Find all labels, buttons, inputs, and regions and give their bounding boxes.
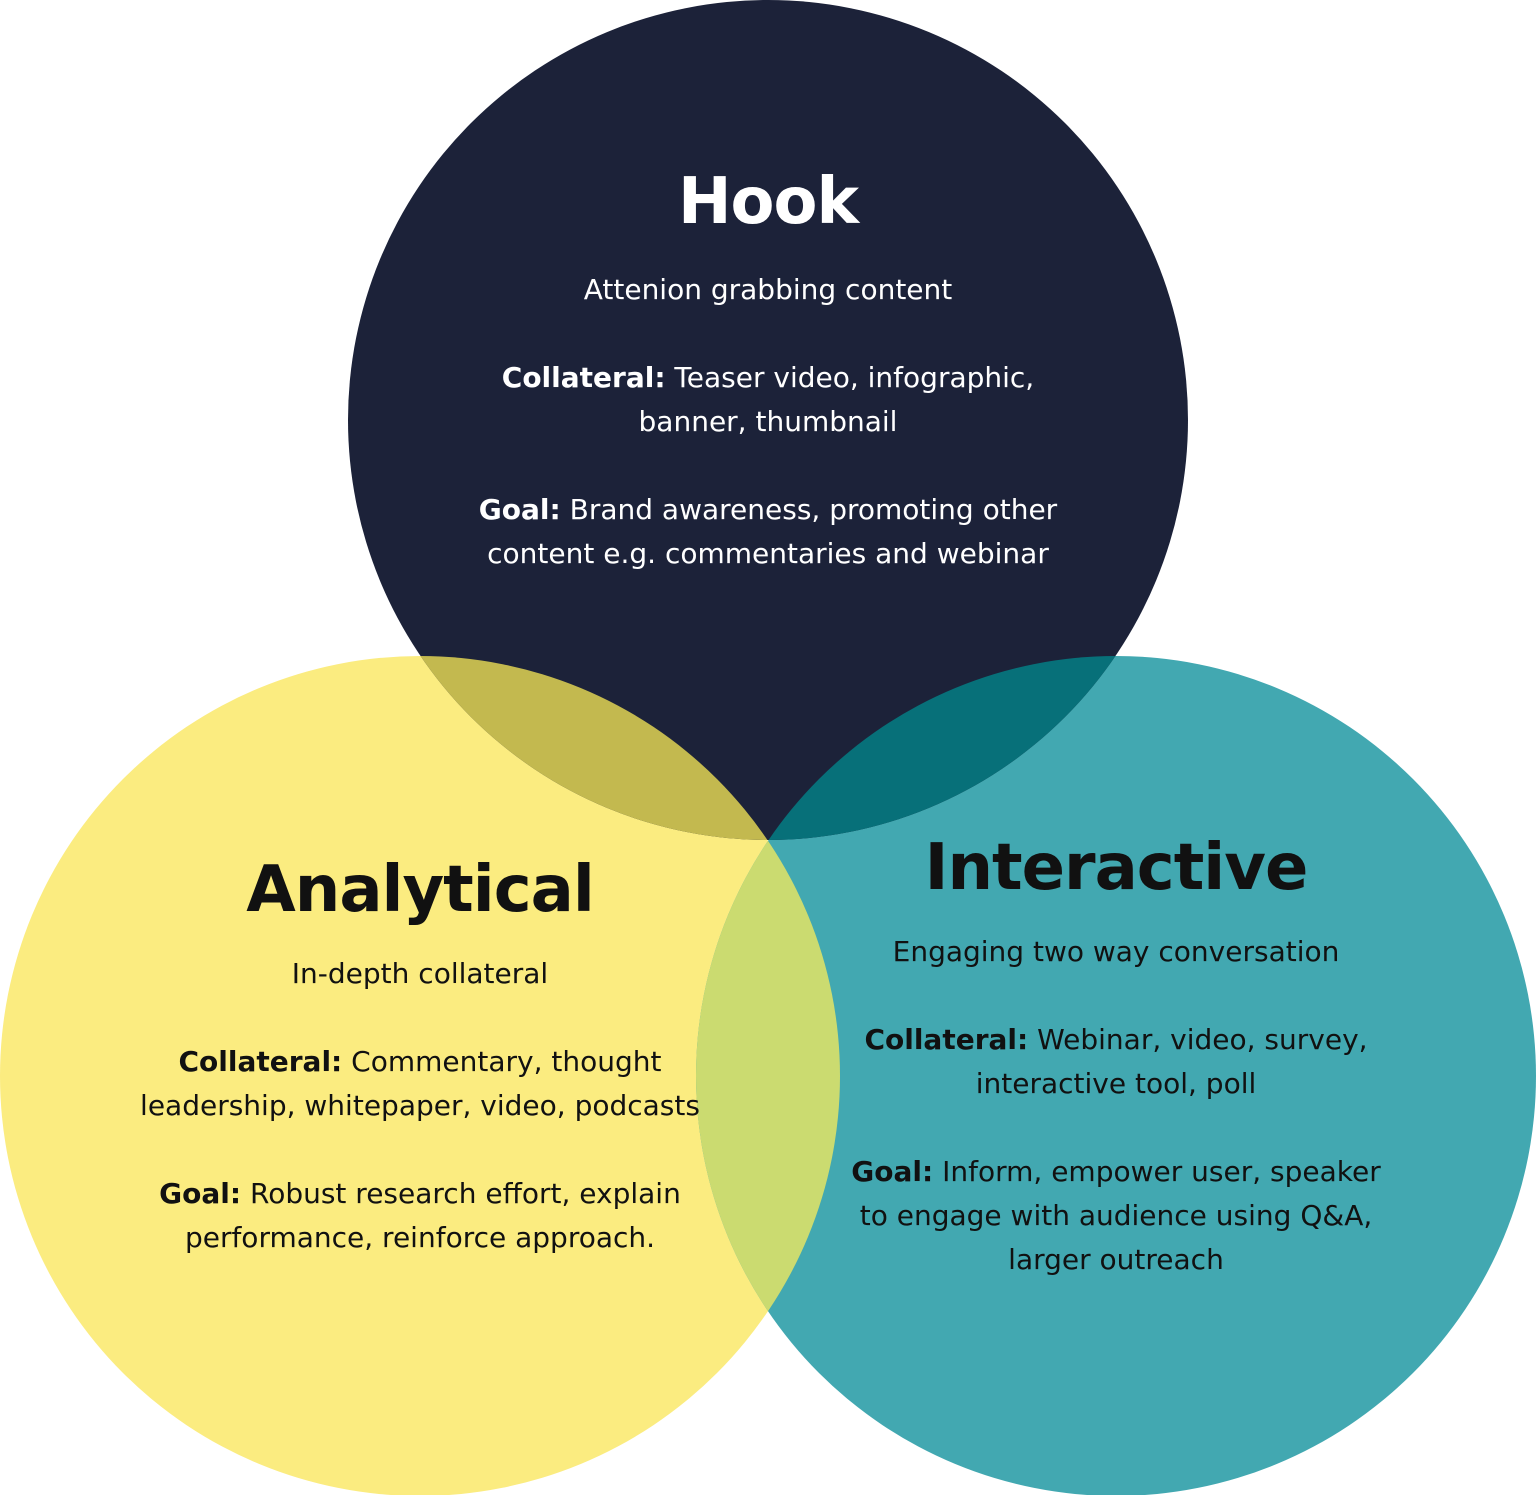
hook-panel: Hook Attenion grabbing content Collatera… xyxy=(468,160,1068,576)
analytical-goal-label: Goal: xyxy=(159,1177,242,1210)
analytical-collateral: Collateral: Commentary, thought leadersh… xyxy=(100,1040,740,1128)
hook-circle xyxy=(348,0,1188,840)
interactive-goal-label: Goal: xyxy=(851,1155,934,1188)
analytical-goal: Goal: Robust research effort, explain pe… xyxy=(100,1172,740,1260)
analytical-panel: Analytical In-depth collateral Collatera… xyxy=(100,848,740,1260)
analytical-subtitle: In-depth collateral xyxy=(291,957,549,990)
interactive-collateral-label: Collateral: xyxy=(864,1023,1029,1056)
interactive-collateral-text: Webinar, video, survey, interactive tool… xyxy=(975,1023,1368,1100)
hook-goal: Goal: Brand awareness, promoting other c… xyxy=(468,488,1068,576)
interactive-panel: Interactive Engaging two way conversatio… xyxy=(836,826,1396,1282)
hook-collateral-label: Collateral: xyxy=(501,361,666,394)
hook-subtitle: Attenion grabbing content xyxy=(583,273,953,306)
analytical-collateral-label: Collateral: xyxy=(178,1045,343,1078)
interactive-subtitle: Engaging two way conversation xyxy=(892,935,1340,968)
interactive-goal: Goal: Inform, empower user, speaker to e… xyxy=(836,1150,1396,1282)
interactive-goal-text: Inform, empower user, speaker to engage … xyxy=(859,1155,1381,1276)
hook-goal-label: Goal: xyxy=(478,493,561,526)
hook-goal-text: Brand awareness, promoting other content… xyxy=(487,493,1058,570)
interactive-title: Interactive xyxy=(924,831,1309,905)
interactive-collateral: Collateral: Webinar, video, survey, inte… xyxy=(836,1018,1396,1106)
hook-title: Hook xyxy=(677,165,859,239)
analytical-goal-text: Robust research effort, explain performa… xyxy=(184,1177,681,1254)
hook-collateral-text: Teaser video, infographic, banner, thumb… xyxy=(638,361,1035,438)
interactive-circle xyxy=(696,656,1536,1495)
analytical-collateral-text: Commentary, thought leadership, whitepap… xyxy=(140,1045,700,1122)
analytical-title: Analytical xyxy=(246,853,595,927)
analytical-circle xyxy=(0,656,840,1495)
hook-collateral: Collateral: Teaser video, infographic, b… xyxy=(468,356,1068,444)
